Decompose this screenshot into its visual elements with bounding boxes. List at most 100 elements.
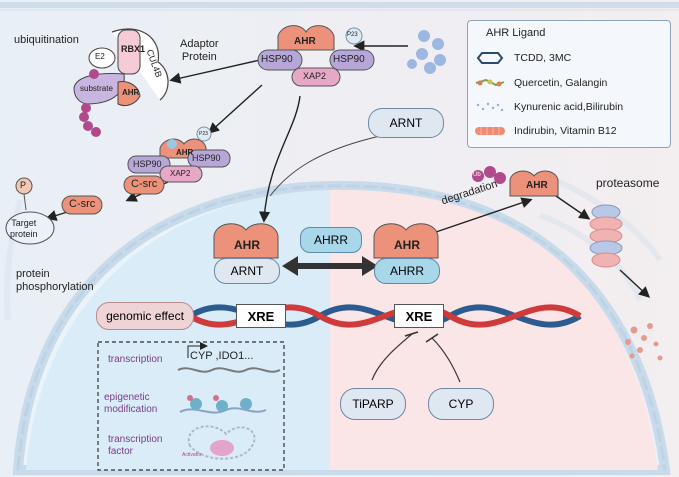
- phosphate-link: [23, 193, 27, 211]
- arrow-nuclear-translocation: [258, 95, 301, 223]
- nucleosomes: [187, 395, 252, 412]
- hsp90-left-csrc: [127, 155, 171, 174]
- legend-item: TCDD, 3MC: [472, 52, 571, 64]
- rbx1-label: RBX1: [121, 44, 146, 54]
- transcription-factor-label: transcription factor: [108, 434, 163, 457]
- p23-bubble: [345, 27, 363, 45]
- target-protein-label: Target protein: [10, 218, 38, 239]
- nuclear-pores: [16, 184, 667, 471]
- effects-dashed-box: [97, 341, 285, 471]
- ubiquitination-label: ubiquitination: [14, 34, 79, 46]
- p23-csrc-bubble: [196, 126, 212, 142]
- hsp90-left-shape: [257, 49, 303, 71]
- nucleus: [12, 180, 671, 475]
- hexagon-icon: [472, 52, 508, 64]
- substrate-label: substrate: [80, 84, 113, 93]
- legend-label: TCDD, 3MC: [514, 52, 572, 64]
- cyp-inhibition-line: [431, 337, 461, 383]
- ahr-top-label: AHR: [294, 36, 316, 47]
- xre-right: XRE: [394, 304, 444, 328]
- csrc-free-label: C-src: [69, 198, 96, 210]
- csrc-in-complex-shape: [123, 175, 165, 195]
- epigenetic-label: epigenetic modification: [104, 392, 158, 415]
- p23-csrc-label: P23: [199, 131, 208, 137]
- peptide-fragments: [625, 323, 663, 361]
- ub-label: Ub: [473, 172, 481, 178]
- legend-label: Indirubin, Vitamin B12: [514, 125, 617, 137]
- ahr-substrate-shape: [117, 81, 141, 107]
- double-arrow-right-head: [362, 256, 378, 276]
- tiparp-inhibition-bar: [404, 331, 419, 337]
- ahr-degradation-label: AHR: [526, 180, 548, 191]
- genomic-effect-pill: genomic effect: [96, 302, 194, 330]
- ahr-ligand-legend: AHR Ligand TCDD, 3MC Quercetin, Galangin…: [467, 20, 671, 148]
- phosphate-label: P: [20, 180, 27, 190]
- hsp90-right-csrc: [187, 149, 231, 168]
- hsp90-right-csrc-label: HSP90: [192, 153, 221, 163]
- e2-shape: [88, 47, 116, 69]
- e3-ligase-complex: [73, 28, 169, 107]
- arnt-nuclear: ARNT: [214, 258, 280, 284]
- chromatin-loop: [187, 425, 256, 460]
- e2-label: E2: [95, 52, 105, 61]
- legend-title: AHR Ligand: [486, 27, 546, 39]
- ub-bead: [79, 112, 89, 122]
- ahr-nuclear-right-label: AHR: [394, 238, 420, 252]
- p23-label: P23: [347, 32, 358, 38]
- csrc-complex: [123, 126, 231, 195]
- activator-blob: [210, 440, 234, 456]
- hsp90-left-label: HSP90: [261, 54, 293, 65]
- ahrr-nuclear: AHRR: [374, 258, 440, 284]
- cell-membrane: [0, 2, 679, 8]
- xre-left: XRE: [236, 304, 286, 328]
- arrow-degradation: [435, 197, 533, 233]
- ligand-bound: [167, 139, 177, 149]
- cyp-inhibition-bar: [425, 333, 439, 343]
- protein-phosphorylation-label: protein phosphorylation: [16, 268, 94, 293]
- activator-label: Activator: [182, 452, 202, 458]
- ahrr-middle: AHRR: [300, 227, 362, 253]
- arnt-cytoplasm: ARNT: [368, 108, 444, 138]
- double-arrow-left-head: [282, 256, 298, 276]
- ub-degradation-chain: [472, 166, 506, 184]
- proteasome-label: proteasome: [596, 176, 660, 190]
- ahr-nuclear-left-label: AHR: [234, 238, 260, 252]
- ahr-crescent-top: [277, 25, 335, 51]
- legend-item: Indirubin, Vitamin B12: [472, 125, 617, 137]
- tiparp-pill: TiPARP: [340, 388, 406, 420]
- csrc-in-complex-label: C-src: [131, 178, 158, 190]
- ub-bead: [81, 103, 91, 113]
- ub-bead: [89, 69, 99, 79]
- ahr-substrate-label: AHR: [122, 88, 140, 97]
- ahr-nuclear-left-shape: [213, 223, 279, 259]
- gene-list-label: CYP ,IDO1...: [190, 350, 254, 362]
- ahr-nuclear-right-shape: [373, 223, 439, 259]
- arrow-to-proteasome: [555, 195, 591, 220]
- rbx1-shape: [117, 29, 141, 75]
- cell-membrane-inner: [0, 9, 679, 11]
- adaptor-protein-label: Adaptor Protein: [180, 38, 219, 63]
- dots-icon: [472, 101, 508, 113]
- legend-label: Kynurenic acid,Bilirubin: [514, 101, 624, 113]
- hsp90-right-label: HSP90: [333, 54, 365, 65]
- xap2-shape: [291, 67, 341, 87]
- xap2-csrc-label: XAP2: [170, 169, 191, 178]
- ligand-cluster: [407, 30, 446, 74]
- target-protein-shape: [5, 211, 55, 245]
- ub-chain: [79, 69, 101, 137]
- molecule-icon: [472, 77, 508, 89]
- ahr-csrc-label: AHR: [176, 148, 194, 157]
- legend-label: Quercetin, Galangin: [514, 77, 608, 89]
- ahr-degradation-shape: [509, 170, 559, 197]
- legend-item: Kynurenic acid,Bilirubin: [472, 101, 623, 113]
- legend-item: Quercetin, Galangin: [472, 77, 607, 89]
- xap2-label: XAP2: [303, 71, 327, 81]
- proteasome-shape: [589, 204, 623, 268]
- transcription-label: transcription: [108, 354, 163, 365]
- transcription-start-arrow: [187, 342, 208, 358]
- ahr-hsp90-complex: [257, 25, 375, 87]
- ub-bead: [91, 127, 101, 137]
- arrow-to-adaptor: [169, 59, 261, 84]
- cyp-pill: CYP: [428, 388, 494, 420]
